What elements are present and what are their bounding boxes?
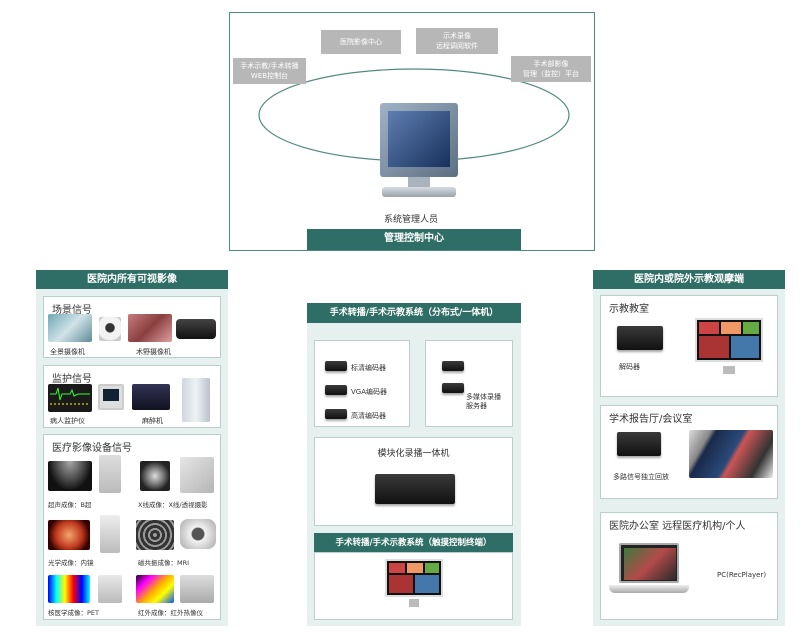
- medical-item-6: 红外成像：红外热像仪: [138, 609, 203, 617]
- classroom-monitor-stand: [723, 366, 735, 374]
- medical-imaging-title: 医疗影像设备信号: [52, 443, 132, 454]
- node-imaging-center: 医院影像中心: [321, 30, 401, 54]
- vga-encoder-icon: [325, 385, 347, 395]
- sd-encoder-icon: [325, 361, 347, 371]
- pet-image: [48, 575, 90, 603]
- encoder-label-2: VGA编码器: [351, 388, 388, 396]
- office-title: 医院办公室 远程医疗机构/个人: [609, 521, 746, 532]
- recorder-title: 模块化录播一体机: [377, 449, 450, 459]
- endoscope-image: [48, 520, 90, 550]
- node-replay-software: 示术录像 远程调阅软件: [416, 28, 498, 54]
- touch-monitor-icon: [385, 559, 443, 597]
- right-header: 医院内或院外示教观摩端: [593, 270, 785, 289]
- decoder-icon: [617, 326, 663, 350]
- medical-imaging-card: 医疗影像设备信号 超声成像：B超 X线成像：X线/透视摄影 光学成像：内镜 磁共…: [43, 434, 221, 620]
- anesthesia-screen-image: [132, 384, 170, 410]
- scene-item-1: 全景摄像机: [50, 348, 85, 356]
- encoder-group-card: 标清编码器 VGA编码器 高清编码器: [314, 340, 410, 427]
- touch-terminal-card: [314, 552, 513, 620]
- scene-signal-card: 场景信号 全景摄像机 术野摄像机: [43, 296, 221, 358]
- office-card: 医院办公室 远程医疗机构/个人 PC(RecPlayer): [600, 512, 778, 620]
- medical-item-2: X线成像：X线/透视摄影: [138, 501, 208, 509]
- server-group-card: 多媒体录播 服务器: [425, 340, 513, 427]
- ultrasound-machine-image: [99, 455, 121, 493]
- left-header: 医院内所有可视影像: [36, 270, 228, 289]
- pc-label: PC(RecPlayer): [717, 571, 767, 579]
- scene-item-2: 术野摄像机: [136, 348, 171, 356]
- touch-monitor-stand: [409, 599, 419, 607]
- mri-machine-image: [180, 519, 216, 549]
- middle-header: 手术转播/手术示教系统（分布式/一体机）: [307, 303, 521, 323]
- monitor-signal-title: 监护信号: [52, 374, 92, 385]
- classroom-card: 示教教室 解码器: [600, 295, 778, 397]
- patient-monitor-image: [98, 384, 124, 410]
- lecture-hall-card: 学术报告厅/会议室 多路信号独立回放: [600, 405, 778, 499]
- node-web-console: 手术示教/手术转播 WEB控制台: [233, 58, 306, 84]
- panorama-scene-image: [48, 314, 92, 342]
- server-icon-2: [442, 383, 464, 393]
- thermal-image: [136, 575, 174, 603]
- medical-item-3: 光学成像：内镜: [48, 559, 94, 567]
- ptz-camera-image: [99, 317, 121, 341]
- playback-label: 多路信号独立回放: [613, 473, 669, 481]
- thermal-camera-image: [180, 575, 214, 603]
- mri-image: [136, 520, 174, 550]
- monitor-item-1: 病人监护仪: [50, 417, 85, 425]
- admin-label: 系统管理人员: [384, 215, 439, 225]
- playback-device-icon: [617, 432, 661, 456]
- xray-image: [140, 461, 170, 491]
- laptop-icon: [609, 543, 689, 605]
- node-surgery-platform: 手术部影像 管理（监控）平台: [511, 56, 591, 82]
- decoder-label: 解码器: [619, 363, 640, 371]
- monitor-signal-card: 监护信号 病人监护仪 麻醉机: [43, 365, 221, 428]
- hd-encoder-icon: [325, 409, 347, 419]
- medical-item-5: 核医学成像：PET: [48, 609, 99, 617]
- field-camera-image: [176, 319, 216, 339]
- medical-item-4: 磁共振成像：MRI: [138, 559, 190, 567]
- classroom-title: 示教教室: [609, 304, 649, 315]
- pet-machine-image: [98, 575, 122, 603]
- multi-display-image: [689, 430, 773, 478]
- endoscope-machine-image: [100, 515, 120, 553]
- encoder-label-1: 标清编码器: [351, 364, 386, 372]
- lecture-hall-title: 学术报告厅/会议室: [609, 414, 693, 425]
- admin-monitor-icon: [378, 103, 460, 199]
- vital-monitor-image: [48, 384, 92, 412]
- scene-signal-title: 场景信号: [52, 305, 92, 316]
- control-center-bar: 管理控制中心: [307, 229, 521, 250]
- recorder-card: 模块化录播一体机: [314, 437, 513, 526]
- encoder-label-3: 高清编码器: [351, 412, 386, 420]
- recorder-device-icon: [375, 474, 455, 504]
- xray-machine-image: [180, 457, 214, 493]
- server-icon-1: [442, 361, 464, 371]
- ultrasound-image: [48, 461, 92, 491]
- surgical-field-image: [128, 314, 172, 342]
- anesthesia-machine-image: [182, 378, 210, 422]
- server-label: 多媒体录播 服务器: [466, 393, 501, 410]
- monitor-item-2: 麻醉机: [142, 417, 163, 425]
- classroom-monitor-icon: [695, 318, 763, 362]
- terminal-header: 手术转播/手术示教系统（触摸控制终端）: [314, 533, 513, 552]
- medical-item-1: 超声成像：B超: [48, 501, 92, 509]
